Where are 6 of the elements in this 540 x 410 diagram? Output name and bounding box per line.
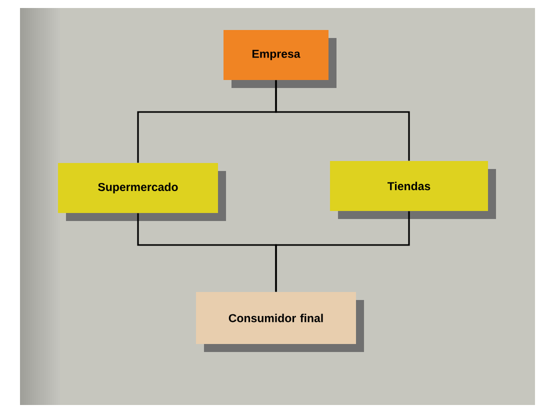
process-box: Empresa <box>224 30 336 88</box>
connector-line <box>275 80 410 161</box>
process-box: Tiendas <box>330 161 496 219</box>
process-box: Consumidor final <box>196 292 364 352</box>
process-box: Supermercado <box>58 163 226 221</box>
connector-line <box>275 211 410 292</box>
